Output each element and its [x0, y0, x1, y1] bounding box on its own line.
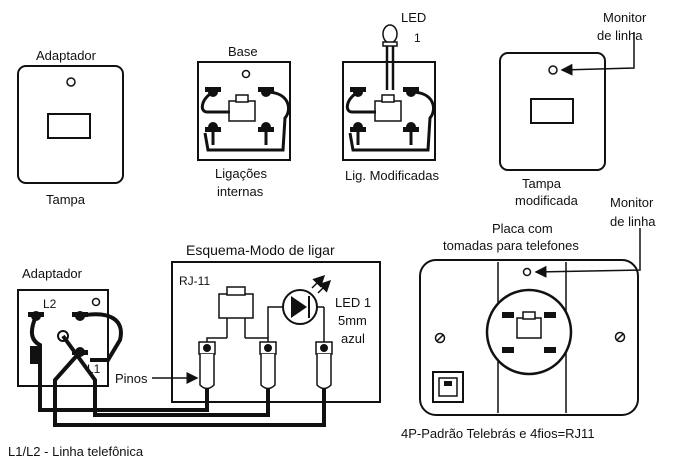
tampa-label: Tampa: [46, 192, 86, 207]
monitor-bot-label-1: Monitor: [610, 195, 654, 210]
monitor-top-label-2: de linha: [597, 28, 643, 43]
adaptador-bottom-label: Adaptador: [22, 266, 83, 281]
esquema-title: Esquema-Modo de ligar: [186, 242, 335, 258]
placa-label-2: tomadas para telefones: [443, 238, 579, 253]
base-label: Base: [228, 44, 258, 59]
pin-3: [315, 341, 333, 390]
linha-label: L1/L2 - Linha telefônica: [8, 444, 144, 459]
base-board: [197, 61, 291, 161]
l2-label: L2: [43, 297, 57, 311]
monitor-bot-label-2: de linha: [610, 214, 656, 229]
modified-cover: [499, 32, 635, 171]
led-schem-label-3: azul: [341, 331, 365, 346]
schematic-box: [152, 261, 381, 403]
tampa-mod-label-1: Tampa: [522, 176, 562, 191]
padrao-label: 4P-Padrão Telebrás e 4fios=RJ11: [401, 426, 595, 441]
led-top-num: 1: [414, 31, 421, 45]
led-schem-label-1: LED 1: [335, 295, 371, 310]
pinos-label: Pinos: [115, 371, 148, 386]
adaptador-top-label: Adaptador: [36, 48, 97, 63]
modified-base-board: [342, 24, 436, 161]
led-schem-label-2: 5mm: [338, 313, 367, 328]
ligacoes-label-2: internas: [217, 184, 264, 199]
monitor-top-label-1: Monitor: [603, 10, 647, 25]
phone-line-wires: [29, 312, 326, 427]
tampa-mod-label-2: modificada: [515, 193, 579, 208]
lig-modificadas-label: Lig. Modificadas: [345, 168, 439, 183]
placa-label-1: Placa com: [492, 221, 553, 236]
pin-1: [198, 341, 216, 390]
led-top-label: LED: [401, 10, 426, 25]
adapter-cover: [17, 65, 124, 184]
pin-2: [259, 341, 277, 390]
wall-plate: [419, 228, 641, 416]
ligacoes-label-1: Ligações: [215, 166, 268, 181]
rj11-label: RJ-11: [179, 274, 210, 288]
